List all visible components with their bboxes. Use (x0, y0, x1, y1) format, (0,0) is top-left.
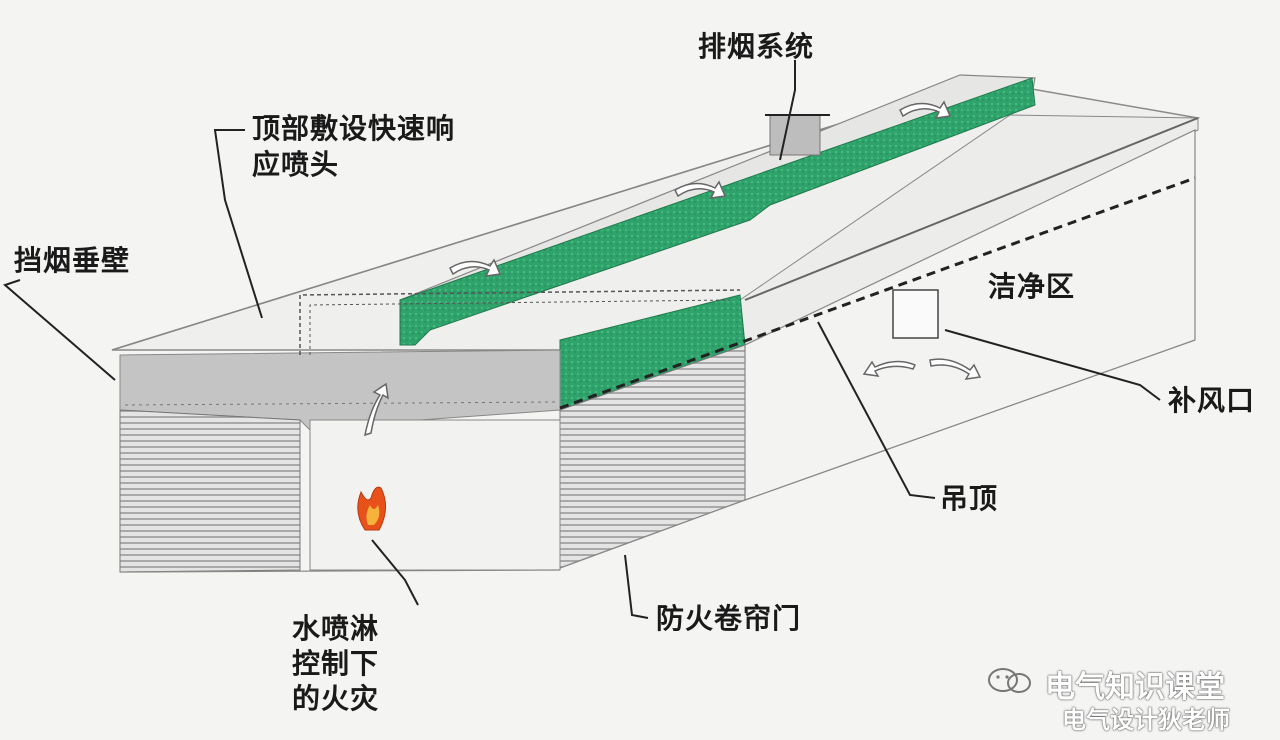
fire-flame (357, 486, 386, 531)
leader-lines (3, 60, 1161, 619)
label-fire-line1: 水喷淋 (292, 612, 380, 645)
label-air-supply: 补风口 (1168, 384, 1256, 417)
ceiling-line (559, 176, 1196, 410)
exhaust-duct-green (399, 77, 1036, 346)
opening (309, 419, 561, 571)
label-ceiling: 吊顶 (940, 482, 999, 515)
watermark-line2: 电气设计狄老师 (1062, 706, 1230, 734)
label-fire-line2: 控制下 (292, 647, 380, 680)
watermark-icon (985, 665, 1035, 695)
label-sprinkler-top: 顶部敷设快速响 (252, 112, 456, 145)
label-smoke-barrier: 挡烟垂壁 (14, 244, 131, 277)
watermark-line1: 电气知识课堂 (1045, 670, 1225, 705)
label-clean-zone: 洁净区 (988, 270, 1076, 303)
label-fire-line3: 的火灾 (292, 682, 380, 715)
left-wall (119, 409, 301, 573)
label-sprinkler-bottom: 应喷头 (252, 148, 340, 181)
label-exhaust-system: 排烟系统 (698, 30, 815, 63)
exhaust-fan-box (769, 114, 821, 156)
flow-arrows (364, 100, 982, 437)
clean-zone-wall (744, 129, 1196, 501)
label-fire-shutter: 防火卷帘门 (656, 602, 802, 635)
air-supply-vent (892, 289, 939, 339)
